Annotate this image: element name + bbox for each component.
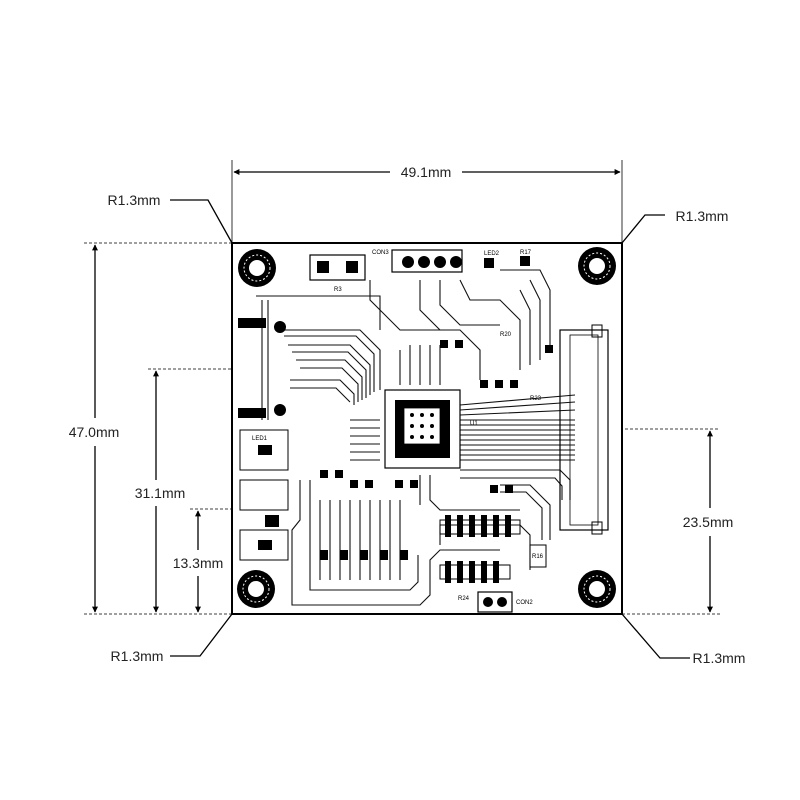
pcb-board: U1 R3 CON3 LED2 R17 R20 R23 <box>231 242 623 615</box>
left-components: LED1 <box>238 318 289 561</box>
offset-right-label: 23.5mm <box>683 514 734 530</box>
height-label: 47.0mm <box>69 424 120 440</box>
radius-top-left-label: R1.3mm <box>108 192 161 208</box>
con3-label: CON3 <box>372 250 389 256</box>
main-chip: U1 <box>384 389 478 469</box>
con2-label: CON2 <box>516 600 533 606</box>
small-pads <box>320 340 553 560</box>
top-components: R3 CON3 LED2 R17 R20 R23 <box>309 249 542 402</box>
r23-label: R23 <box>530 396 542 402</box>
led1-label: LED1 <box>252 436 268 442</box>
bottom-components: CON2 R16 R24 <box>439 515 547 613</box>
radius-top-right-label: R1.3mm <box>676 208 729 224</box>
led2-label: LED2 <box>484 251 500 257</box>
offset-lower-label: 13.3mm <box>173 555 224 571</box>
width-label: 49.1mm <box>401 164 452 180</box>
pcb-traces <box>256 269 576 606</box>
dimension-labels: 49.1mm 47.0mm 31.1mm 13.3mm 23.5mm R1.3m… <box>69 164 746 666</box>
r16-label: R16 <box>532 554 544 560</box>
radius-bottom-right-label: R1.3mm <box>693 650 746 666</box>
radius-bottom-left-label: R1.3mm <box>111 648 164 664</box>
offset-upper-label: 31.1mm <box>135 485 186 501</box>
r17-label: R17 <box>520 250 532 256</box>
r20-label: R20 <box>500 332 512 338</box>
ribbon-connector <box>559 324 609 535</box>
mounting-holes <box>237 247 616 608</box>
r24-label: R24 <box>458 596 470 602</box>
r3-label: R3 <box>334 287 342 293</box>
u1-label: U1 <box>470 421 478 427</box>
